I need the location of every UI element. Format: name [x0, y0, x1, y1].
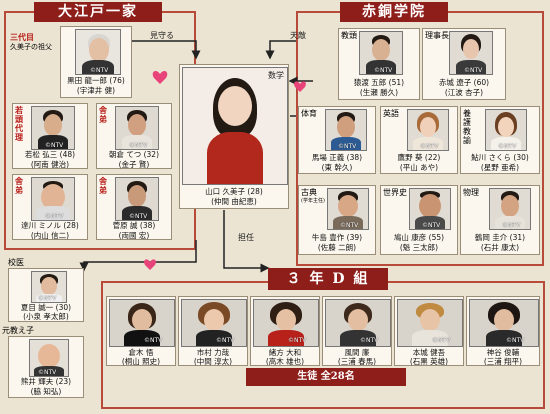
teacher-card: 養護教諭 ©NTV 鮎川 さくら (30) (星野 亜希) [460, 106, 540, 174]
student-card: ©NTV 本城 健吾 (石黒 英雄) [394, 296, 464, 366]
former-student-card: ©NTV 熊井 輝夫 (23) (脇 知弘) [8, 336, 84, 398]
heroine-name: 山口 久美子 (28) [205, 187, 263, 196]
heroine-photo [182, 67, 288, 185]
student-card: ©NTV 風間 廉 (三浦 春馬) [322, 296, 392, 366]
student-card: ©NTV 緒方 大和 (高木 雄也) [250, 296, 320, 366]
mimamoru-label: 見守る [150, 31, 174, 40]
doctor-card: ©NTV 夏目 誠一 (30) (小泉 孝太郎) [8, 268, 84, 322]
family-role-sub: 久美子の祖父 [10, 43, 52, 51]
family-role-main: 三代目 [10, 33, 34, 42]
family-card-wakagashira: 若頭代理 ©NTV 若松 弘三 (48) (阿南 健治) [12, 103, 88, 169]
student-card: ©NTV 市村 力哉 (中間 淳太) [178, 296, 248, 366]
teacher-card: 体育 ©NTV 馬場 正義 (38) (東 幹久) [298, 106, 376, 174]
family-card-minoru: 舎弟 ©NTV 達川 ミノル (28) (内山 信二) [12, 174, 88, 240]
family-card-tetsu: 舎弟 ©NTV 朝倉 てつ (32) (金子 賢) [96, 103, 172, 169]
class3d-banner: ３ 年 D 組 [268, 268, 388, 290]
family-card-makoto: 舎弟 ©NTV 菅原 誠 (38) (両國 宏) [96, 174, 172, 240]
heroine-card: 数学 山口 久美子 (28) (仲間 由紀恵) [179, 64, 289, 209]
family-card-grandfather: ©NTV 黒田 龍一郎 (76) (宇津井 健) [60, 26, 132, 98]
teacher-card: 教頭 ©NTV 猿渡 五郎 (51) (生瀬 勝久) [338, 28, 420, 100]
doctor-role: 校医 [8, 258, 24, 267]
heroine-actor: (仲間 由紀恵) [211, 197, 257, 206]
teacher-card: 古典 (学年主任) ©NTV 牛島 豊作 (39) (佐藤 二朗) [298, 185, 376, 255]
akagane-banner: 赤銅学院 [340, 2, 448, 22]
tannin-label: 担任 [238, 233, 254, 242]
teacher-card: 理事長 ©NTV 赤城 遼子 (60) (江波 杏子) [422, 28, 506, 100]
heroine-role: 数学 [268, 71, 284, 80]
family-actor: (宇津井 健) [76, 86, 116, 95]
class3d-footer: 生徒 全28名 [246, 368, 406, 386]
teacher-card: 英語 ©NTV 鷹野 葵 (22) (平山 あや) [380, 106, 458, 174]
teacher-card: 物理 ©NTV 鶴岡 圭介 (31) (石井 康太) [460, 185, 540, 255]
family-name: 黒田 龍一郎 (76) [67, 76, 125, 85]
teacher-card: 世界史 ©NTV 鳩山 康彦 (55) (魁 三太郎) [380, 185, 458, 255]
ooedoikka-banner: 大江戸一家 [34, 2, 162, 22]
student-card: ©NTV 倉木 悟 (桐山 照史) [106, 296, 176, 366]
student-card: ©NTV 神谷 俊輔 (三浦 翔平) [466, 296, 540, 366]
former-student-role: 元教え子 [2, 326, 34, 335]
tenteki-label: 天敵 [290, 31, 306, 40]
